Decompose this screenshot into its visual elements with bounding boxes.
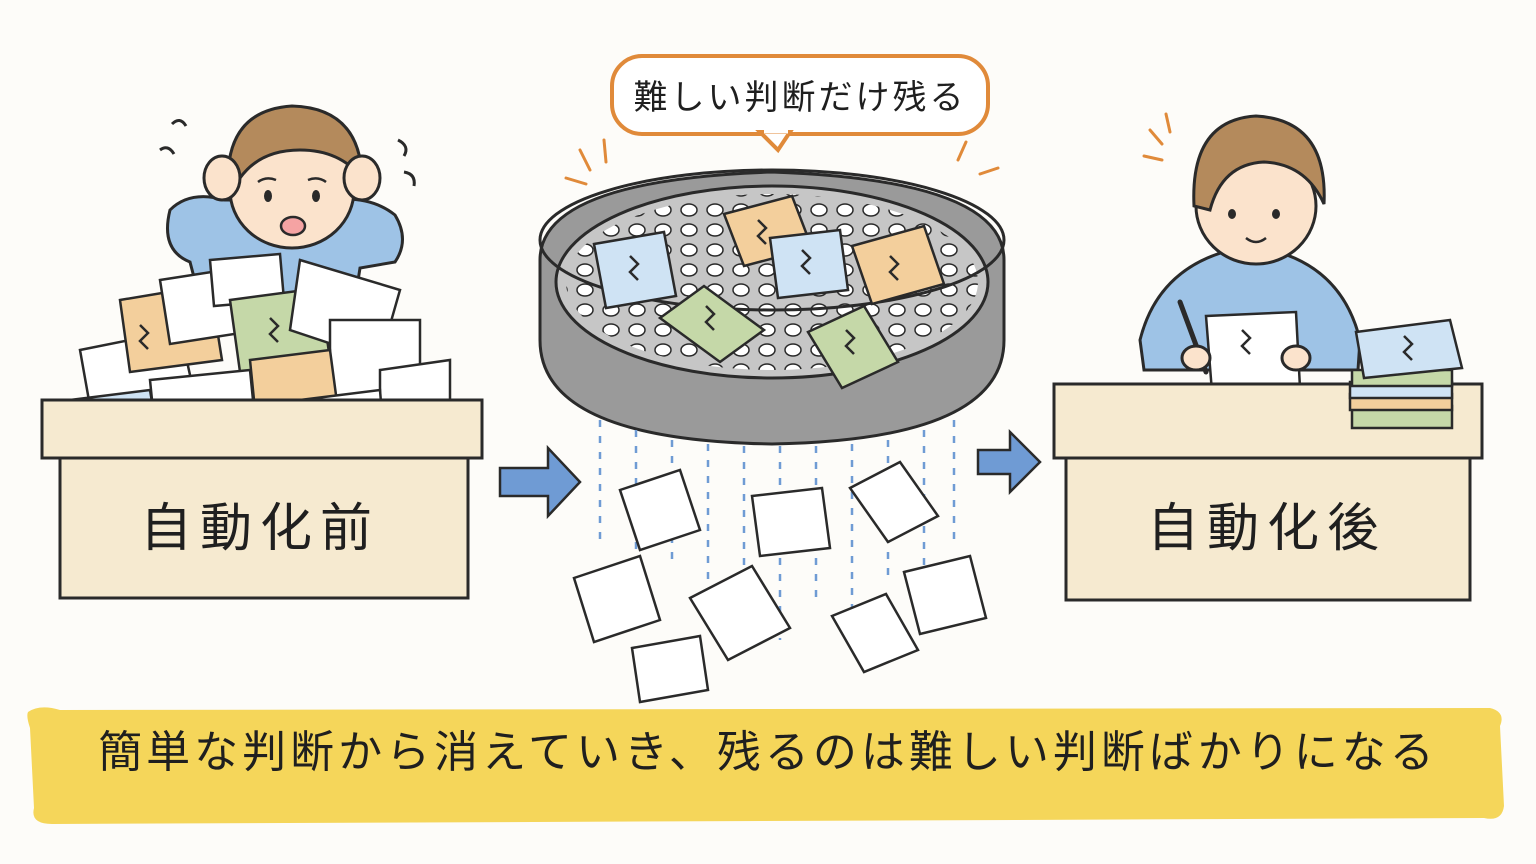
paper-stack	[1348, 318, 1464, 430]
bubble-text: 難しい判断だけ残る	[633, 78, 967, 118]
speech-bubble	[610, 54, 990, 154]
sieve-papers	[592, 194, 946, 390]
desk-label-after: 自動化後	[1146, 499, 1387, 559]
arrow-right-2	[976, 428, 1042, 496]
sparkle-marks	[564, 138, 1000, 186]
person-before	[159, 104, 416, 302]
falling-papers	[572, 460, 988, 704]
desk-label-before: 自動化前	[139, 499, 380, 559]
desk-after	[1052, 382, 1484, 602]
hair-after	[1192, 114, 1326, 212]
caption-band	[27, 707, 1504, 824]
paper-pile	[68, 252, 452, 462]
desk-before	[40, 398, 484, 600]
caption-text: 簡単な判断から消えていき、残るのは難しい判断ばかりになる	[98, 727, 1438, 778]
arrow-right-1	[498, 444, 582, 520]
person-after	[1138, 112, 1362, 394]
